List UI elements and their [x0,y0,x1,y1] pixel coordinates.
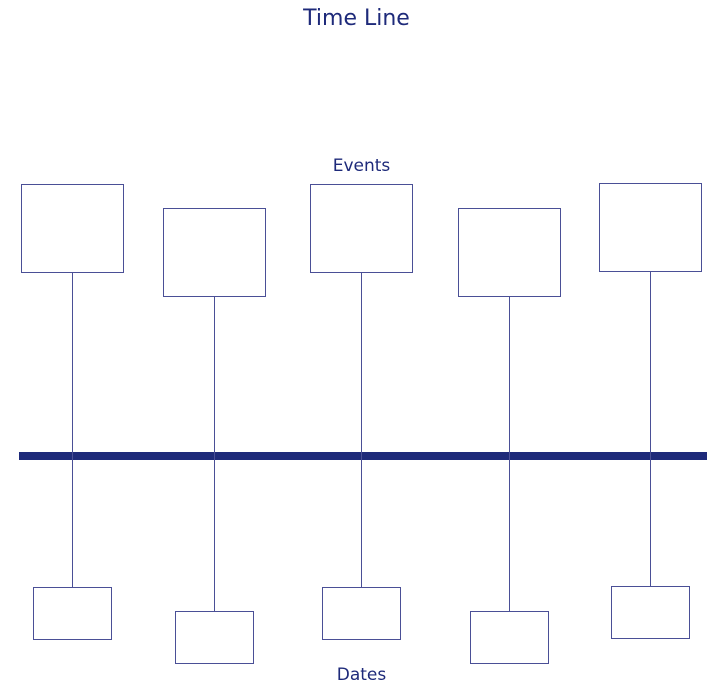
date-box-1[interactable] [33,587,112,640]
event-box-3[interactable] [310,184,413,273]
dates-label: Dates [336,665,387,685]
timeline-title: Time Line [303,6,410,31]
date-box-4[interactable] [470,611,549,664]
connector-group [72,271,651,611]
event-box-5[interactable] [599,183,702,272]
date-box-3[interactable] [322,587,401,640]
date-box-group [33,586,690,664]
event-box-2[interactable] [163,208,266,297]
event-box-1[interactable] [21,184,124,273]
event-box-group [21,183,702,297]
date-box-5[interactable] [611,586,690,639]
events-label: Events [332,156,391,176]
event-box-4[interactable] [458,208,561,297]
date-box-2[interactable] [175,611,254,664]
